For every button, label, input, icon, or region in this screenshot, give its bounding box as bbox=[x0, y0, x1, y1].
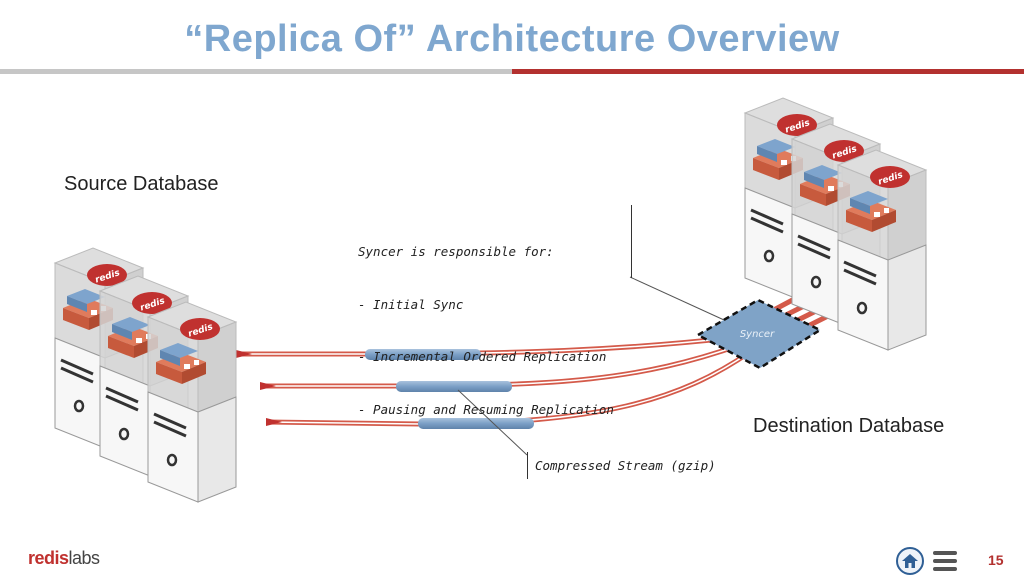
stream-note: Compressed Stream (gzip) bbox=[535, 458, 716, 473]
syncer-note-line: - Incremental Ordered Replication bbox=[358, 349, 607, 364]
syncer-node: Syncer bbox=[695, 298, 823, 370]
syncer-note-line: - Initial Sync bbox=[358, 296, 464, 312]
title-rule-red bbox=[512, 69, 1024, 74]
home-icon bbox=[896, 547, 924, 575]
stream-note-bracket bbox=[527, 452, 528, 479]
source-database-servers bbox=[53, 246, 238, 504]
syncer-note-line: Syncer is responsible for: bbox=[358, 244, 554, 259]
menu-button[interactable] bbox=[932, 550, 958, 572]
stream-callout-leader bbox=[457, 389, 528, 456]
compressed-pipes bbox=[365, 349, 534, 429]
title-rule-grey bbox=[0, 69, 512, 74]
syncer-note-bracket bbox=[631, 205, 632, 278]
syncer-note: Syncer is responsible for: - Initial Syn… bbox=[358, 208, 614, 436]
menu-icon bbox=[933, 551, 957, 571]
syncer-note-line: - Pausing and Resuming Replication bbox=[358, 401, 614, 417]
source-database-label: Source Database bbox=[64, 173, 219, 195]
redislabs-logo: redislabs bbox=[28, 548, 100, 568]
page-number: 15 bbox=[988, 552, 1004, 568]
destination-database-label: Destination Database bbox=[753, 415, 945, 437]
slide-title: “Replica Of” Architecture Overview bbox=[184, 18, 840, 60]
syncer-label: Syncer bbox=[740, 329, 775, 340]
home-button[interactable] bbox=[896, 547, 924, 575]
syncer-callout-leader bbox=[629, 276, 736, 326]
